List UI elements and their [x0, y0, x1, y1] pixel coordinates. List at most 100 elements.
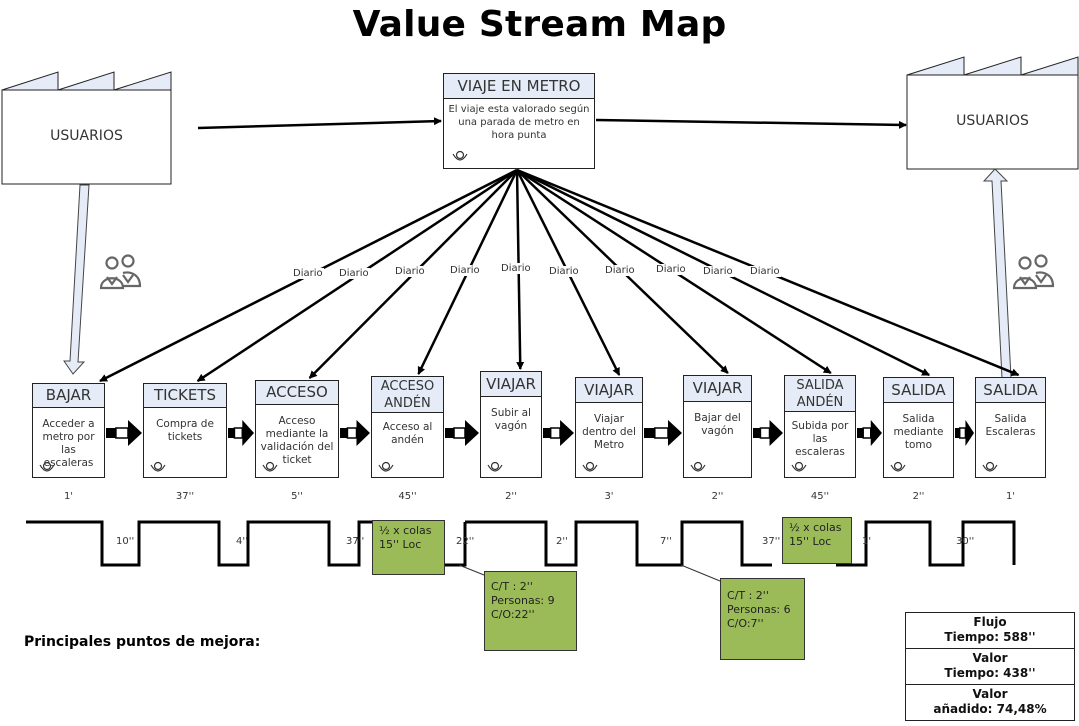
process-title: ACCESO ANDÉN: [372, 377, 443, 413]
wait-time: 37'': [762, 536, 781, 547]
process-title: SALIDA: [976, 378, 1045, 403]
control-description: El viaje esta valorado según una parada …: [448, 104, 590, 141]
summary-value: Tiempo: 438'': [944, 666, 1036, 680]
process-box: VIAJAR Viajar dentro del Metro: [575, 377, 643, 478]
schedule-label: Diario: [292, 268, 324, 279]
process-title: VIAJAR: [481, 372, 541, 397]
cycle-time: 1': [63, 491, 74, 502]
kaizen-burst: ½ x colas 15'' Loc: [372, 520, 445, 575]
kaizen-text: ½ x colas: [379, 524, 432, 537]
push-arrow-icon: [753, 420, 783, 446]
schedule-label: Diario: [655, 264, 687, 275]
process-title: ACCESO: [256, 381, 338, 405]
summary-label: Flujo: [973, 615, 1007, 629]
schedule-label: Diario: [702, 266, 734, 277]
push-arrow-icon: [543, 420, 574, 446]
operators-icon: [99, 254, 142, 290]
schedule-label: Diario: [500, 263, 532, 274]
kaizen-text: C/T : 2'': [491, 580, 533, 593]
summary-value-time: Valor Tiempo: 438'': [906, 649, 1074, 685]
process-box: SALIDA Salida Escaleras: [975, 377, 1046, 478]
production-control-box: VIAJE EN METRO El viaje esta valorado se…: [443, 73, 595, 169]
info-arrow-supplier-to-control: [197, 117, 442, 130]
process-description: Subir al vagón: [491, 407, 531, 432]
wait-time: 7'': [660, 536, 672, 547]
operator-icon: [378, 461, 394, 472]
operator-icon: [791, 461, 807, 472]
push-arrow-icon: [955, 420, 974, 446]
push-arrow-icon: [445, 420, 479, 446]
wait-time: 37'': [346, 536, 365, 547]
kaizen-text: 15'' Loc: [789, 535, 832, 548]
kaizen-text: C/O:7'': [727, 617, 764, 630]
operator-icon: [452, 150, 468, 161]
cycle-time: 2'': [505, 491, 517, 502]
summary-value: añadido: 74,48%: [933, 702, 1047, 716]
schedule-label: Diario: [394, 266, 426, 277]
customer-factory-icon: [906, 56, 1079, 170]
page-title: Value Stream Map: [352, 4, 727, 45]
cycle-time: 1': [1005, 491, 1016, 502]
summary-table: Flujo Tiempo: 588'' Valor Tiempo: 438'' …: [905, 612, 1075, 721]
timeline-segment: [465, 520, 772, 567]
cycle-time: 2'': [711, 491, 724, 502]
cycle-time: 45'': [810, 491, 830, 502]
summary-value-added: Valor añadido: 74,48%: [906, 685, 1074, 720]
operator-icon: [582, 461, 598, 472]
kaizen-text: C/T : 2'': [727, 589, 769, 602]
kaizen-leader-line: [458, 564, 485, 576]
wait-time: 1': [862, 536, 872, 547]
wait-time: 22'': [456, 536, 475, 547]
supplier-label: USUARIOS: [50, 128, 123, 144]
shipment-arrow-out: [982, 168, 1012, 379]
process-description: Subida por las escaleras: [791, 420, 849, 458]
process-description: Acceder a metro por las escaleras: [42, 418, 95, 469]
improvements-heading: Principales puntos de mejora:: [24, 634, 261, 650]
push-arrow-icon: [340, 420, 370, 446]
summary-value: Tiempo: 588'': [944, 630, 1036, 644]
process-box: BAJAR Acceder a metro por las escaleras: [32, 383, 105, 478]
push-arrow-icon: [106, 420, 142, 446]
kaizen-burst: C/T : 2'' Personas: 6 C/O:7'': [720, 578, 805, 660]
process-description: Salida Escaleras: [985, 413, 1036, 438]
process-description: Compra de tickets: [156, 418, 214, 443]
customer-label: USUARIOS: [956, 113, 1029, 129]
summary-label: Valor: [972, 687, 1008, 701]
process-box: ACCESO Acceso mediante la validación del …: [255, 380, 339, 478]
cycle-time: 45'': [398, 491, 417, 502]
info-arrow-control-to-customer: [595, 118, 907, 129]
summary-label: Valor: [972, 651, 1008, 665]
process-title: BAJAR: [33, 384, 104, 408]
wait-time: 2'': [556, 536, 568, 547]
cycle-time: 37'': [175, 491, 195, 502]
process-description: Acceso mediante la validación del ticket: [260, 415, 334, 466]
operator-icon: [690, 461, 706, 472]
process-title: VIAJAR: [684, 376, 751, 402]
kaizen-text: 15'' Loc: [379, 538, 422, 551]
process-description: Viajar dentro del Metro: [582, 413, 636, 451]
kaizen-text: C/O:22'': [491, 608, 535, 621]
operators-icon: [1012, 254, 1055, 290]
process-title: TICKETS: [144, 384, 226, 408]
process-description: Acceso al andén: [382, 421, 433, 446]
kaizen-text: Personas: 6: [727, 603, 791, 616]
schedule-label: Diario: [449, 265, 481, 276]
cycle-time: 2'': [912, 491, 925, 502]
summary-flow-time: Flujo Tiempo: 588'': [906, 613, 1074, 649]
shipment-arrow-in: [63, 184, 90, 375]
wait-time: 30'': [956, 536, 975, 547]
operator-icon: [982, 461, 998, 472]
process-title: VIAJAR: [576, 378, 642, 403]
wait-time: 4'': [236, 536, 248, 547]
process-title: SALIDA: [884, 378, 953, 403]
control-title: VIAJE EN METRO: [444, 74, 594, 99]
kaizen-burst: ½ x colas 15'' Loc: [782, 517, 852, 564]
schedule-label: Diario: [604, 265, 636, 276]
kaizen-text: ½ x colas: [789, 521, 842, 534]
kaizen-leader-line: [680, 564, 721, 582]
schedule-label: Diario: [749, 266, 781, 277]
